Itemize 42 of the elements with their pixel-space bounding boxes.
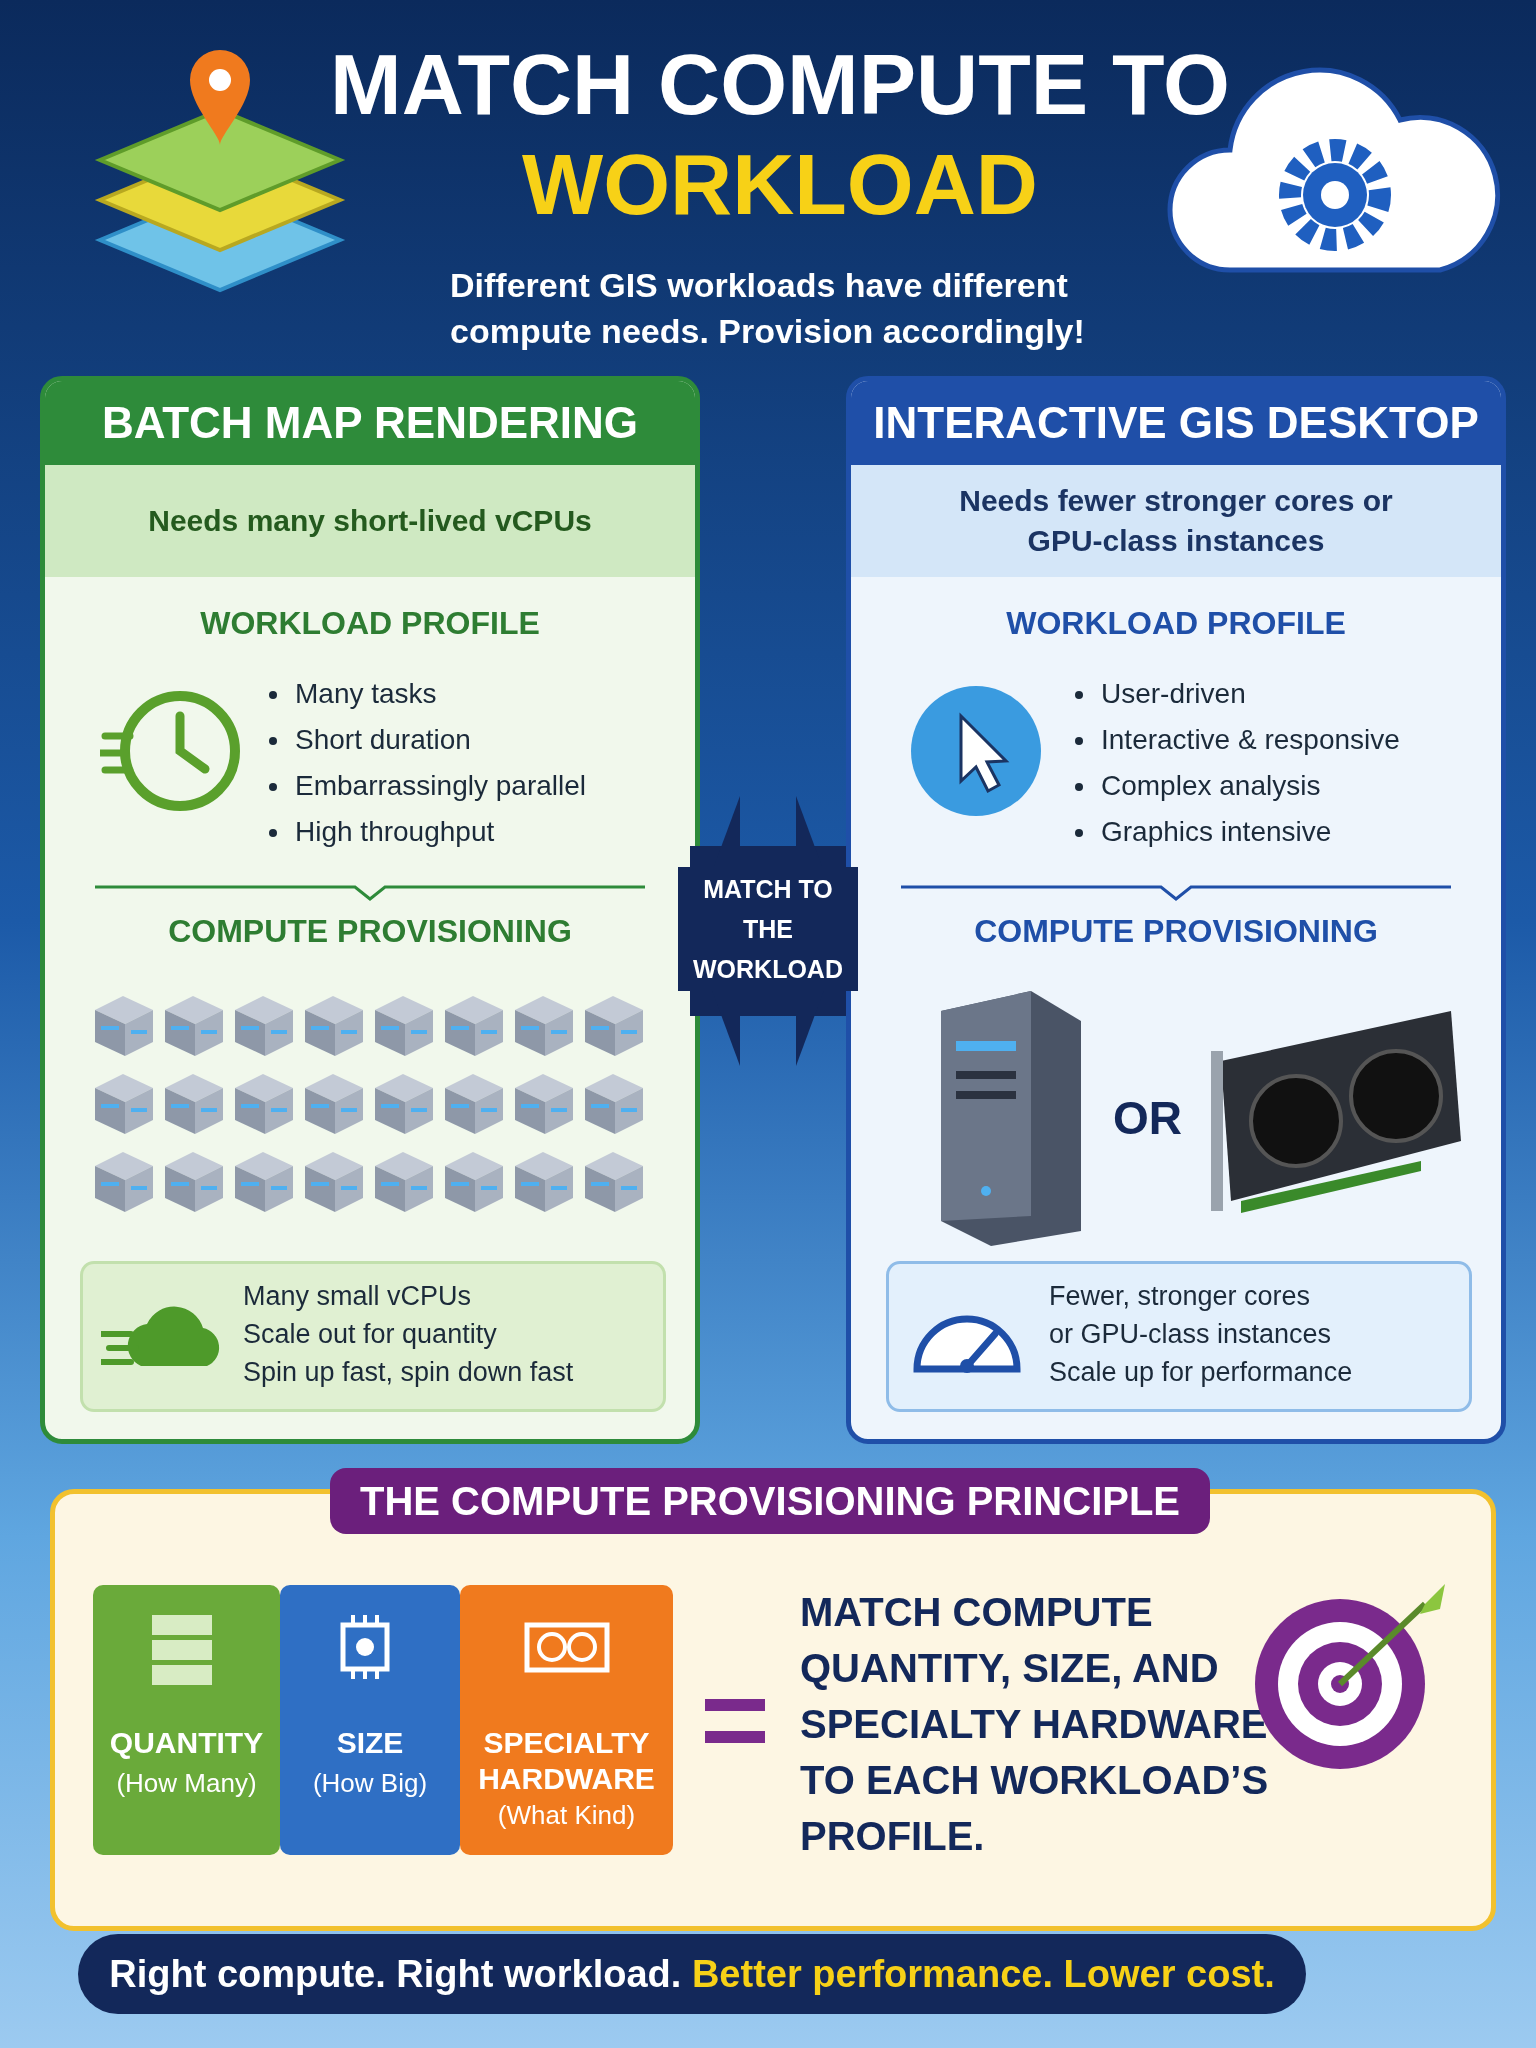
panel-heading: INTERACTIVE GIS DESKTOP bbox=[851, 381, 1501, 465]
principle-statement: MATCH COMPUTE QUANTITY, SIZE, AND SPECIALTY HARDWARE TO EACH WORKLOAD’S PROFILE. bbox=[800, 1589, 1270, 1860]
piece-subtitle: (How Big) bbox=[311, 1767, 429, 1799]
panel-heading: THE COMPUTE PROVISIONING PRINCIPLE bbox=[330, 1468, 1210, 1534]
puzzle-piece bbox=[93, 1585, 280, 1855]
bullet-item: Many tasks bbox=[295, 677, 437, 711]
piece-title: SIZE bbox=[335, 1725, 405, 1761]
bullet-item: User-driven bbox=[1101, 677, 1246, 711]
bullet-item: Interactive & responsive bbox=[1101, 723, 1400, 757]
panel-heading: BATCH MAP RENDERING bbox=[45, 381, 695, 465]
info-text: Scale up for performance bbox=[1049, 1356, 1353, 1389]
puzzle-piece bbox=[460, 1585, 673, 1855]
section-heading: WORKLOAD PROFILE bbox=[199, 604, 541, 643]
bullet-item: Graphics intensive bbox=[1101, 815, 1332, 849]
slogan-text: Better performance. Lower cost. bbox=[690, 1953, 1275, 1995]
section-heading: WORKLOAD PROFILE bbox=[1005, 604, 1347, 643]
piece-subtitle: (What Kind) bbox=[496, 1799, 637, 1831]
section-heading: COMPUTE PROVISIONING bbox=[167, 912, 573, 951]
edge-label: MATCH TO THE WORKLOAD bbox=[678, 867, 858, 991]
info-box bbox=[886, 1261, 1472, 1412]
bullet-item: Complex analysis bbox=[1101, 769, 1321, 803]
subtitle: Different GIS workloads have different compute needs. Provision accordingly! bbox=[450, 265, 1086, 352]
workload-panel bbox=[846, 376, 1506, 1444]
title: MATCH COMPUTE TO WORKLOAD bbox=[330, 35, 1230, 234]
panel-subheading: Needs fewer stronger cores or GPU-class instances bbox=[851, 465, 1501, 577]
bullet-item: Short duration bbox=[295, 723, 471, 757]
info-text: Scale out for quantity bbox=[243, 1318, 497, 1351]
panel-subheading: Needs many short-lived vCPUs bbox=[45, 465, 695, 577]
info-text: Many small vCPUs bbox=[243, 1280, 472, 1313]
section-heading: COMPUTE PROVISIONING bbox=[973, 912, 1379, 951]
piece-subtitle: (How Many) bbox=[115, 1767, 258, 1799]
info-text: Fewer, stronger cores bbox=[1049, 1280, 1311, 1313]
bullet-item: High throughput bbox=[295, 815, 495, 849]
slogan-text: Right compute. Right workload. bbox=[109, 1953, 682, 1995]
bullet-item: Embarrassingly parallel bbox=[295, 769, 586, 803]
or-text: OR bbox=[1113, 1093, 1182, 1143]
info-box bbox=[80, 1261, 666, 1412]
piece-title: SPECIALTY HARDWARE bbox=[477, 1725, 656, 1797]
info-text: or GPU-class instances bbox=[1049, 1318, 1332, 1351]
info-text: Spin up fast, spin down fast bbox=[243, 1356, 574, 1389]
puzzle-piece bbox=[280, 1585, 460, 1855]
piece-title: QUANTITY bbox=[108, 1725, 265, 1761]
